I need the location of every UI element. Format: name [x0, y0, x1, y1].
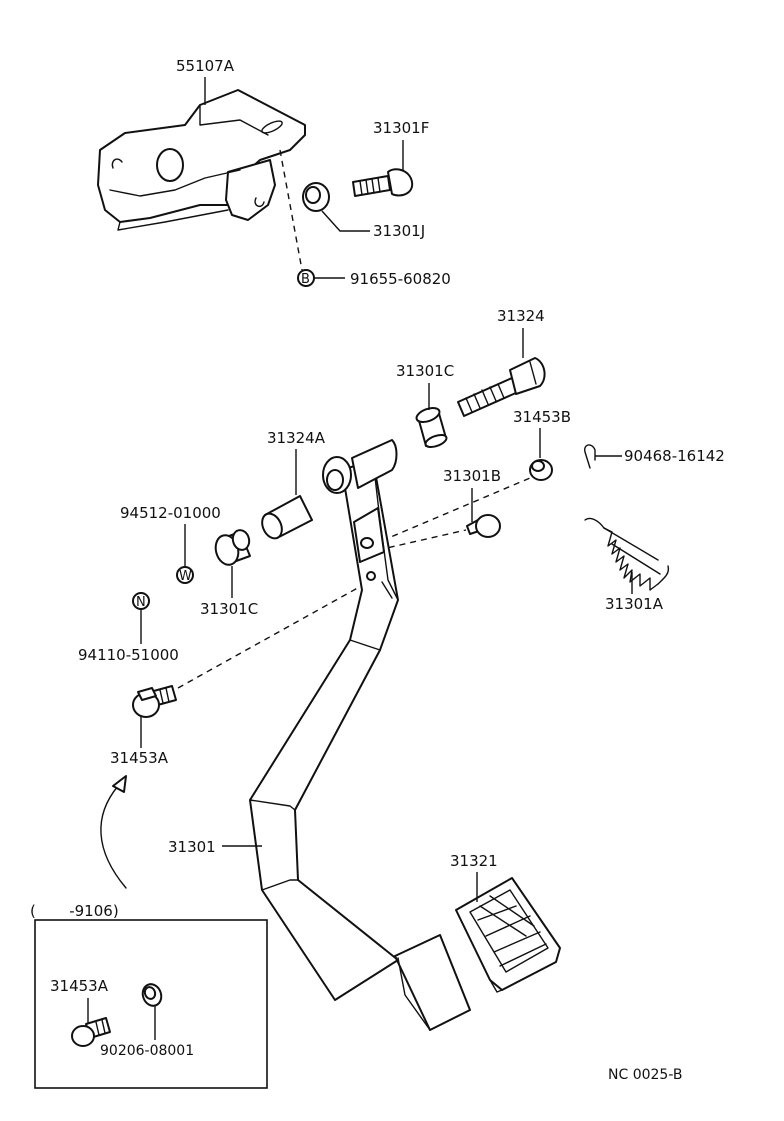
label-31301C-top: 31301C [396, 362, 454, 380]
bushing-icon [214, 529, 251, 566]
dash-stopper [177, 579, 373, 689]
label-31321: 31321 [450, 852, 498, 870]
label-31324: 31324 [497, 307, 545, 325]
bushing-icon [302, 182, 330, 212]
label-31453A: 31453A [110, 749, 169, 767]
pin-icon [466, 514, 501, 538]
dash-pin-31301B [377, 529, 467, 551]
inset-box [34, 919, 268, 1089]
label-31453B: 31453B [513, 408, 571, 426]
stopper-bolt-icon [71, 1017, 111, 1047]
washer-icon: W [176, 566, 194, 584]
dash-clip-B [279, 149, 303, 271]
nut-mark-N: N [136, 595, 146, 610]
label-31301C-left: 31301C [200, 600, 258, 618]
bolt-icon [457, 357, 546, 417]
label-31301F: 31301F [373, 119, 429, 137]
diagram-code: NC 0025-B [608, 1067, 682, 1083]
bracket-icon [97, 89, 306, 231]
label-94110-51000: 94110-51000 [78, 646, 179, 664]
bushing-icon [415, 407, 448, 449]
washer-mark-W: W [179, 569, 192, 584]
bushing-icon [529, 459, 553, 481]
label-31301J: 31301J [373, 222, 425, 240]
washer-icon [141, 983, 163, 1007]
inset-label-90206-08001: 90206-08001 [100, 1043, 194, 1059]
inset-label-31453A: 31453A [50, 977, 109, 995]
nut-icon: N [132, 592, 150, 610]
label-90468-16142: 90468-16142 [624, 447, 725, 465]
stopper-bolt-icon [132, 685, 177, 718]
leader-31301J [321, 210, 370, 232]
clip-icon [584, 444, 596, 469]
label-31301: 31301 [168, 838, 216, 856]
clip-mark-B: B [301, 272, 310, 287]
label-55107A: 55107A [176, 57, 235, 75]
reference-arrow [100, 785, 127, 889]
pedal-pad-icon [455, 877, 561, 993]
clip-icon: B [297, 269, 315, 287]
inset-date-range: ( -9106) [30, 902, 119, 920]
reference-arrowhead-icon [112, 775, 127, 793]
dash-pin-31453B [371, 477, 531, 546]
bolt-icon [352, 168, 414, 197]
label-91655-60820: 91655-60820 [350, 270, 451, 288]
bushing-icon [261, 495, 313, 540]
label-94512-01000: 94512-01000 [120, 504, 221, 522]
pedal-lever-icon [249, 439, 471, 1031]
label-31301A: 31301A [605, 595, 664, 613]
label-31301B: 31301B [443, 467, 501, 485]
spring-icon [584, 517, 670, 591]
label-31324A: 31324A [267, 429, 326, 447]
